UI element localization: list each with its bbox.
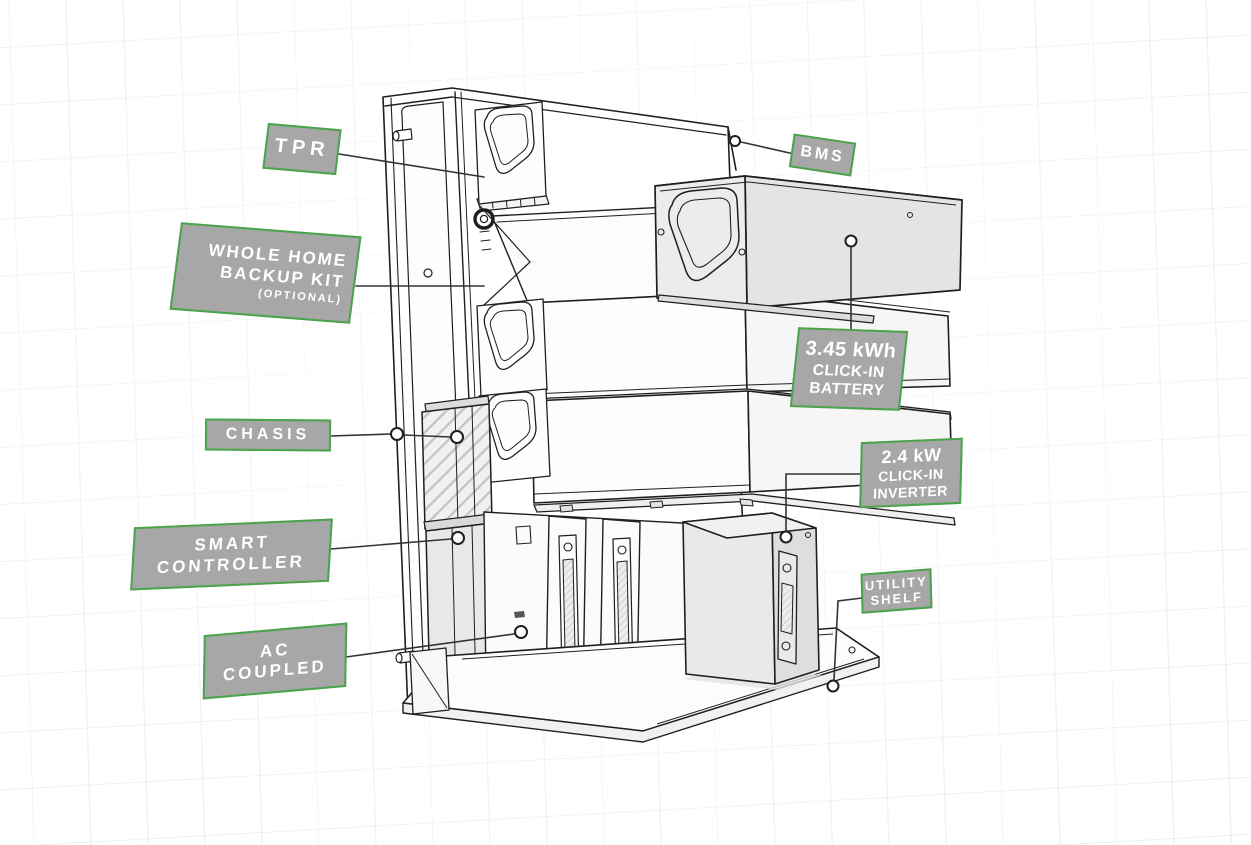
leader-smart-controller (330, 538, 452, 550)
label-ac-coupled: AC COUPLED (202, 622, 348, 700)
label-battery-line3: BATTERY (808, 379, 886, 400)
leader-bms (740, 141, 795, 155)
label-utility-shelf: UTILITY SHELF (860, 568, 933, 614)
leader-click-in-inverter (785, 473, 861, 532)
marker-bms (729, 135, 741, 147)
label-inverter-line1: 2.4 kW (881, 444, 942, 468)
marker-ac-coupled (514, 625, 528, 639)
marker-utility-shelf (826, 679, 840, 693)
label-click-in-battery: 3.45 kWh CLICK-IN BATTERY (789, 327, 909, 411)
battery-module-installed-lower (478, 388, 953, 504)
module-rail-bottom (533, 493, 956, 526)
label-tpr-text: TPR (273, 134, 331, 162)
chasis-hatched-block (421, 395, 493, 530)
leader-tpr (338, 153, 485, 178)
inverter-exploded (682, 512, 822, 690)
leader-lines (329, 135, 863, 693)
label-utility-line2: SHELF (870, 588, 924, 609)
leader-ac-coupled (345, 633, 515, 658)
label-smart-controller: SMART CONTROLLER (130, 518, 333, 591)
label-bms-text: BMS (799, 142, 846, 166)
leader-chasis (329, 433, 451, 438)
label-ac-line2: COUPLED (222, 656, 327, 685)
marker-click-in-battery (844, 234, 858, 248)
label-whole-home-backup-kit: WHOLE HOME BACKUP KIT (OPTIONAL) (169, 222, 362, 324)
label-chasis-text: CHASIS (225, 425, 311, 443)
label-battery-line1: 3.45 kWh (804, 337, 898, 363)
leader-utility-shelf (833, 597, 863, 681)
label-ac-line1: AC (259, 639, 291, 662)
label-tpr: TPR (262, 122, 342, 176)
label-smart-line2: CONTROLLER (156, 551, 306, 577)
marker-smart-controller (451, 531, 465, 545)
marker-click-in-inverter (779, 530, 793, 544)
marker-chasis-frame (390, 427, 404, 441)
label-chasis: CHASIS (204, 418, 332, 452)
label-inverter-line3: INVERTER (872, 482, 949, 502)
marker-chasis-block (450, 430, 464, 444)
label-click-in-inverter: 2.4 kW CLICK-IN INVERTER (859, 437, 963, 509)
battery-exploded (654, 175, 963, 324)
